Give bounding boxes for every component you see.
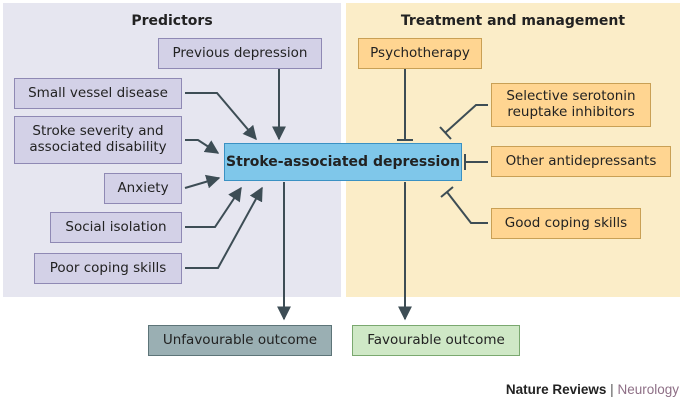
journal-name: Nature Reviews bbox=[505, 382, 607, 397]
arrow-anxiety bbox=[184, 174, 221, 189]
journal-subject: Neurology bbox=[617, 382, 679, 397]
predictor-social-isolation: Social isolation bbox=[50, 212, 182, 243]
credit-separator: | bbox=[610, 382, 614, 397]
treatment-psychotherapy: Psychotherapy bbox=[358, 38, 482, 69]
center-stroke-associated-depression: Stroke-associated depression bbox=[224, 143, 462, 181]
predictor-anxiety: Anxiety bbox=[104, 173, 182, 204]
predictor-poor-coping-skills: Poor coping skills bbox=[34, 253, 182, 284]
inhibit-ssri-bar bbox=[439, 126, 452, 140]
predictor-small-vessel-disease: Small vessel disease bbox=[14, 78, 182, 109]
inhibit-good-coping bbox=[446, 191, 488, 224]
treatment-other-antidepressants: Other antidepressants bbox=[491, 146, 671, 177]
treatment-ssri: Selective serotonin reuptake inhibitors bbox=[491, 83, 651, 127]
predictor-previous-depression: Previous depression bbox=[158, 38, 322, 69]
treatment-good-coping-skills: Good coping skills bbox=[491, 208, 641, 239]
arrow-small-vessel-disease bbox=[185, 92, 257, 141]
inhibit-good-coping-bar bbox=[440, 186, 454, 198]
arrow-stroke-severity bbox=[185, 139, 220, 154]
outcome-favourable: Favourable outcome bbox=[352, 325, 520, 356]
treatment-title: Treatment and management bbox=[400, 13, 626, 29]
predictor-stroke-severity: Stroke severity and associated disabilit… bbox=[14, 116, 182, 164]
arrow-poor-coping-skills bbox=[185, 186, 263, 269]
predictors-title: Predictors bbox=[131, 13, 213, 29]
arrow-social-isolation bbox=[185, 186, 242, 228]
inhibit-ssri bbox=[444, 104, 488, 134]
outcome-unfavourable: Unfavourable outcome bbox=[148, 325, 332, 356]
journal-credit: Nature Reviews | Neurology bbox=[506, 382, 679, 397]
